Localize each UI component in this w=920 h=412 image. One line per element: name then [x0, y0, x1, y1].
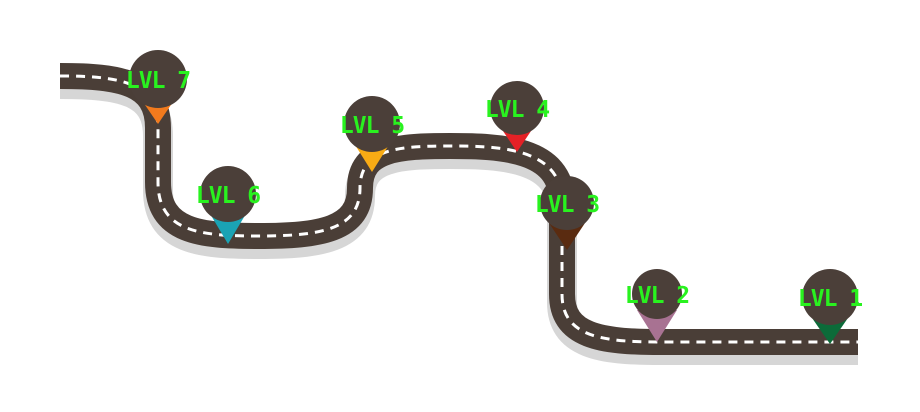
pin-head-2	[632, 269, 682, 319]
pin-head-3	[540, 176, 594, 230]
label-lvl-5: LVL 5	[340, 113, 404, 139]
caption-lvl-2: Scaling: processes & testing with custom…	[588, 258, 744, 267]
label-lvl-7: LVL 7	[126, 68, 190, 94]
pin-head-4	[490, 81, 544, 135]
caption-lvl-4: Initial growth & fundraising	[472, 68, 566, 77]
road	[59, 63, 858, 355]
pin-head-6	[200, 166, 256, 222]
level-pin-6: LVL 6	[196, 166, 261, 244]
label-lvl-1: LVL 1	[798, 286, 862, 312]
caption-lvl-3: Building team & different challenges	[592, 197, 720, 206]
level-pin-1: LVL 1	[798, 269, 863, 344]
caption-lvl-7: Brainstorming & Business idea	[102, 40, 211, 49]
label-lvl-4: LVL 4	[485, 97, 549, 123]
caption-lvl-1: Product launch	[794, 263, 847, 272]
level-pin-3: LVL 3	[535, 176, 600, 250]
level-pin-7: LVL 7	[126, 50, 191, 124]
level-pin-5: LVL 5	[340, 96, 405, 172]
road-center-line	[59, 74, 858, 344]
level-pin-2: LVL 2	[625, 269, 690, 342]
level-pin-4: LVL 4	[485, 81, 550, 152]
label-lvl-2: LVL 2	[625, 283, 689, 309]
pin-head-1	[802, 269, 858, 325]
label-lvl-3: LVL 3	[535, 192, 599, 218]
pin-head-5	[344, 96, 400, 152]
caption-lvl-5: GO to market & early customers	[326, 92, 440, 101]
pin-head-7	[129, 50, 187, 108]
label-lvl-6: LVL 6	[196, 183, 260, 209]
pin-tip-2	[637, 310, 677, 342]
